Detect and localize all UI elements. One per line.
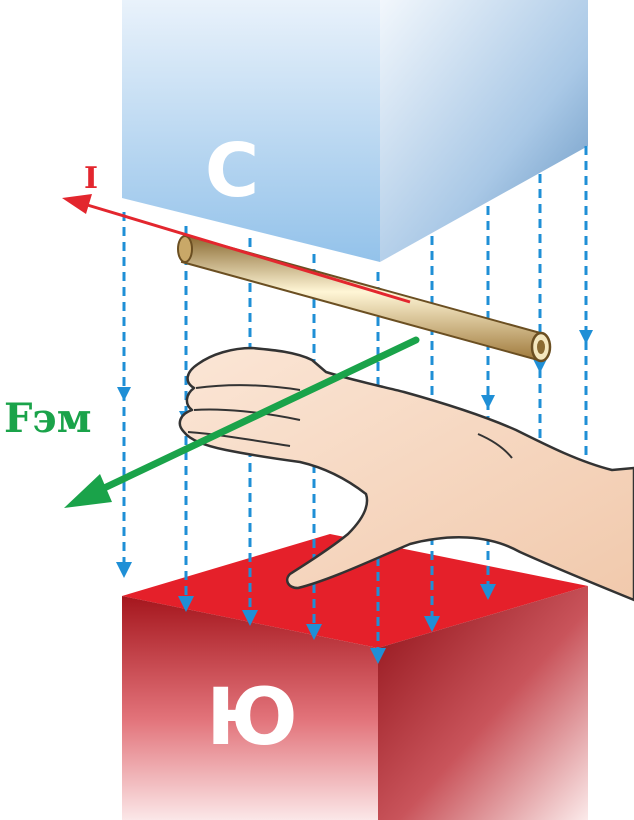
field-line-arrowhead-5 [370, 648, 386, 664]
field-line-arrowhead-3 [242, 610, 258, 626]
field-line-arrowhead-4 [306, 624, 322, 640]
current-label: I [84, 161, 98, 196]
force-label: Fэм [4, 395, 92, 442]
south-pole-label: Ю [206, 673, 298, 763]
north-magnet-front-face [122, 0, 380, 262]
north-pole-label: С [205, 128, 259, 214]
field-line-mid-arrowhead-7 [481, 395, 495, 409]
force-arrow [64, 336, 420, 508]
field-line-arrowhead-7 [480, 584, 496, 600]
hand-palm [178, 346, 634, 602]
north-magnet [122, 0, 588, 262]
left-hand [178, 346, 634, 602]
field-line-mid-arrowhead-9 [579, 330, 593, 344]
field-line-mid-arrowhead-1 [117, 387, 131, 401]
field-line-mid-arrowhead-8 [533, 359, 547, 373]
field-line-arrowhead-2 [178, 596, 194, 612]
north-magnet-side-face [380, 0, 588, 262]
south-magnet-top-face [122, 534, 588, 648]
south-magnet-side-face [378, 586, 588, 820]
south-magnet [122, 534, 588, 820]
conductor-rod [177, 234, 552, 363]
field-line-arrowhead-1 [116, 562, 132, 578]
south-magnet-front-face [122, 596, 378, 820]
current-arrow [62, 194, 411, 304]
conductor-left-end [177, 235, 193, 263]
field-line-arrowhead-6 [424, 616, 440, 632]
